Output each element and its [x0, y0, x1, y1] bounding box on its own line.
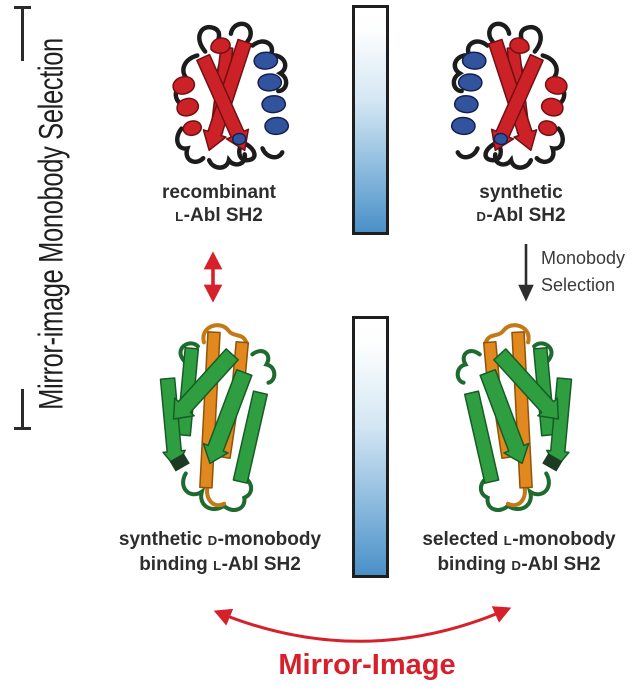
- chirality-letter: D: [476, 209, 487, 224]
- axis-label-text: Mirror-image Monobody Selection: [32, 38, 71, 410]
- label-selected-l-monobody: selected L-monobody binding D-Abl SH2: [394, 528, 640, 578]
- label-recombinant-l-abl-sh2: recombinant L-Abl SH2: [119, 181, 319, 228]
- label-mirror-image: Mirror-Image: [278, 649, 456, 681]
- label-line: -Abl SH2: [486, 205, 566, 226]
- label-line: -Abl SH2: [221, 554, 301, 575]
- sh2-helix-blue: [232, 51, 289, 146]
- label-line: selected: [422, 529, 504, 550]
- d-monobody-structure: [159, 323, 277, 512]
- label-line: Monobody: [541, 248, 626, 268]
- label-line: Selection: [541, 275, 616, 295]
- monobody-strands: [159, 331, 269, 489]
- label-synthetic-d-monobody: synthetic D-monobody binding L-Abl SH2: [95, 528, 345, 578]
- chirality-letter: L: [213, 558, 222, 573]
- gradient-divider-top: [352, 5, 389, 235]
- bracket-top-line: [21, 6, 24, 61]
- mirror-relation-double-arrow-icon: [203, 251, 223, 303]
- chirality-letter: L: [175, 209, 184, 224]
- selection-arrow-icon: [518, 244, 534, 302]
- chirality-letter: L: [503, 533, 513, 548]
- l-abl-sh2-structure: [172, 21, 289, 170]
- monobody-knot: [169, 453, 190, 472]
- label-line: -Abl SH2: [521, 554, 601, 575]
- label-line: synthetic: [118, 529, 208, 550]
- label-synthetic-d-abl-sh2: synthetic D-Abl SH2: [421, 181, 621, 228]
- label-line: binding: [437, 554, 512, 575]
- gradient-divider-bottom: [352, 316, 389, 578]
- sh2-helices-red: [172, 37, 231, 137]
- d-abl-sh2-structure: [436, 12, 604, 180]
- bracket-bottom-line: [21, 389, 24, 429]
- label-line: -monobody: [217, 529, 322, 550]
- chirality-letter: D: [511, 558, 522, 573]
- mirror-image-curved-arrow-icon: [213, 606, 512, 643]
- label-line: synthetic: [479, 182, 563, 203]
- label-monobody-selection: Monobody Selection: [541, 245, 625, 299]
- label-line: binding: [139, 554, 214, 575]
- label-line: recombinant: [161, 182, 277, 203]
- label-line: -monobody: [512, 529, 616, 550]
- bracket-bottom-tick: [14, 427, 31, 430]
- label-line: -Abl SH2: [183, 205, 263, 226]
- chirality-letter: D: [207, 533, 218, 548]
- l-monobody-structure: [441, 314, 593, 528]
